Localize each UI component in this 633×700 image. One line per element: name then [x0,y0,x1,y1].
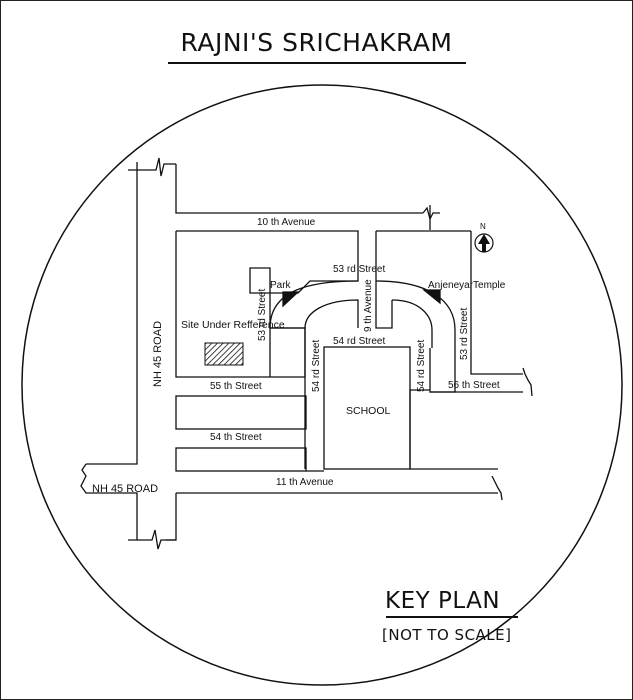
title-underline [168,62,466,64]
street-54-right-label: 54 rd Street [416,340,427,392]
nh45-vertical-label: NH 45 ROAD [152,321,164,387]
key-plan-title: KEY PLAN [385,588,501,614]
site-under-reference-plot [204,342,244,366]
nh45-left-edge [86,162,138,465]
street-54th-label: 54 th Street [210,432,262,443]
eleventh-avenue-bottom-edge [166,493,177,541]
eleventh-avenue-label: 11 th Avenue [276,477,334,488]
street-53-left-label: 53 rd Street [257,289,268,341]
block-54-11 [175,447,307,472]
park-curve-block [269,327,306,377]
page-title: RAJNI'S SRICHAKRAM [180,28,453,57]
temple-label: AnjeneyarTemple [428,280,506,291]
street-54-left-label: 54 rd Street [311,340,322,392]
park-arc-inner [304,299,359,329]
tenth-avenue-top-edge [175,164,423,214]
street-55th-label: 55 th Street [210,381,262,392]
nh45-horizontal-label: NH 45 ROAD [92,483,158,495]
nh45-break-top [128,157,176,177]
fifty-sixth-street-break [522,367,533,397]
scale-note: [NOT TO SCALE] [382,626,512,644]
tenth-avenue-break [422,206,440,221]
key-plan-underline [386,616,518,618]
eleventh-avenue-break [491,475,503,501]
school-label: SCHOOL [346,405,391,417]
street-54-top-label: 54 rd Street [333,336,385,347]
eleventh-avenue-top-edge-right [409,389,430,469]
park-triangle [282,291,300,308]
temple-triangle [422,289,441,305]
street-53-top-label: 53 rd Street [333,264,385,275]
street-56th-label: 56 th Street [448,380,500,391]
avenue-9-label: 9 th Avenue [363,279,374,332]
park-label: Park [270,280,292,291]
nh45-bottom-break [128,529,176,550]
ne-arc-inner [391,299,433,331]
block-55-54 [175,395,307,430]
boundary-circle [21,84,623,686]
north-arrow-head [478,234,490,252]
site-label: Site Under Refference [181,319,285,331]
north-label: N [480,222,486,231]
ne-block [375,231,393,329]
nh45-horizontal-break [80,463,138,540]
street-53-right-label: 53 rd Street [459,308,470,360]
park-arc [269,280,359,329]
tenth-avenue-label: 10 th Avenue [257,217,316,228]
north-arrow: N [474,222,494,253]
east-edge [470,231,523,375]
